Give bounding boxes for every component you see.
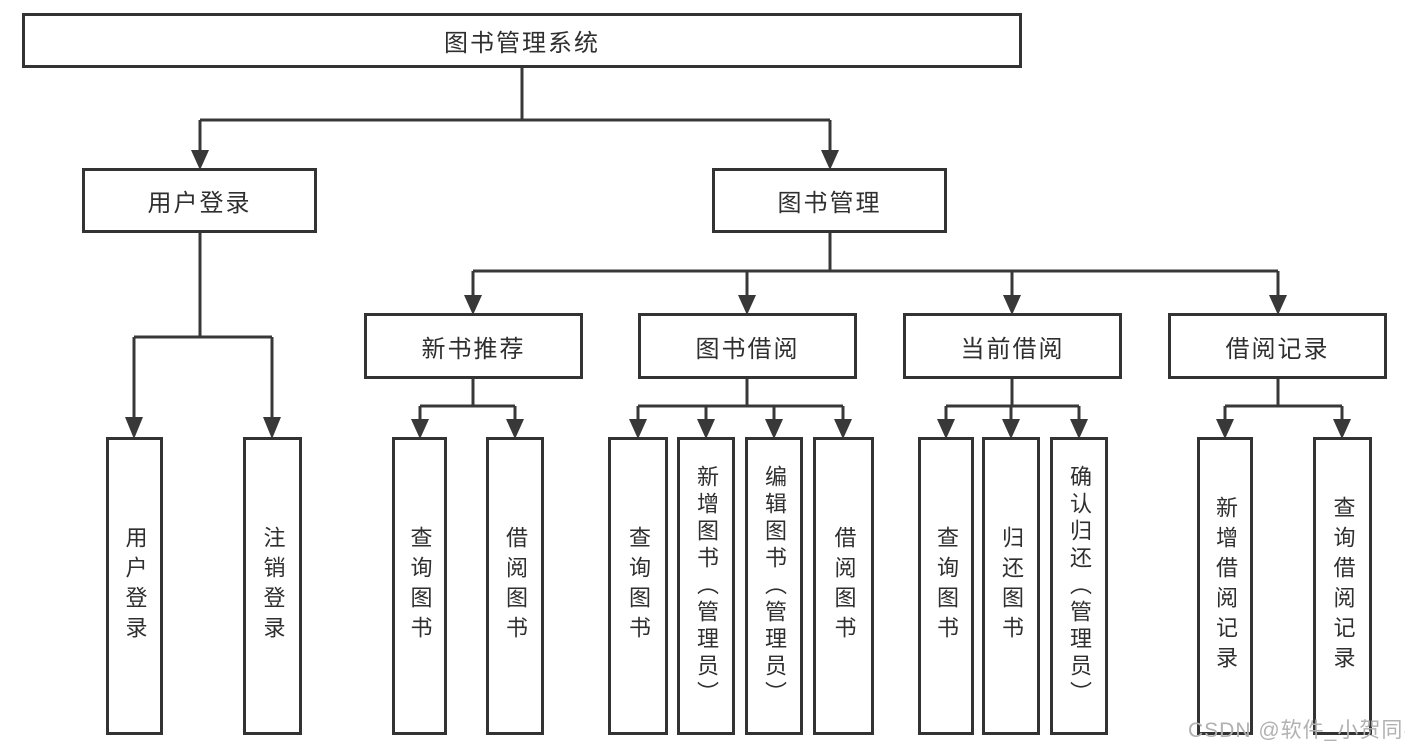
leaf-borrow-borrow-book: 借阅图书	[813, 437, 874, 735]
leaf-records-add-borrow-record: 新增借阅记录	[1197, 437, 1253, 735]
leaf-borrow-query-book: 查询图书	[608, 437, 668, 735]
leaf-records-query-borrow-record: 查询借阅记录	[1313, 437, 1372, 735]
csdn-watermark: CSDN @软件_小贺同学	[1188, 719, 1405, 742]
node-new-book-recommend: 新书推荐	[364, 313, 583, 379]
leaf-recommend-borrow-book: 借阅图书	[486, 437, 544, 735]
leaf-borrow-edit-book-admin: 编辑图书（管理员）	[745, 437, 803, 735]
connector-root	[198, 66, 832, 152]
leaf-current-return-book: 归还图书	[982, 437, 1040, 735]
connector-book-management	[471, 231, 1280, 297]
connector-book-borrow	[636, 377, 845, 421]
connector-current-borrow	[944, 377, 1081, 421]
node-current-borrow: 当前借阅	[903, 313, 1122, 379]
node-book-management: 图书管理	[712, 168, 947, 233]
node-user-login: 用户登录	[82, 168, 317, 233]
connector-user-login	[132, 231, 274, 421]
node-book-borrow: 图书借阅	[638, 313, 857, 379]
leaf-borrow-add-book-admin: 新增图书（管理员）	[677, 437, 735, 735]
connector-borrow-records	[1223, 377, 1344, 421]
leaf-recommend-query-book: 查询图书	[392, 437, 447, 735]
connector-new-book-recommend	[418, 377, 517, 421]
leaf-user-login: 用户登录	[106, 437, 163, 735]
leaf-current-confirm-return-admin: 确认归还（管理员）	[1050, 437, 1108, 735]
node-borrow-records: 借阅记录	[1168, 313, 1387, 379]
leaf-logout-login: 注销登录	[243, 437, 302, 735]
leaf-current-query-book: 查询图书	[918, 437, 974, 735]
node-library-management-system: 图书管理系统	[22, 13, 1022, 68]
